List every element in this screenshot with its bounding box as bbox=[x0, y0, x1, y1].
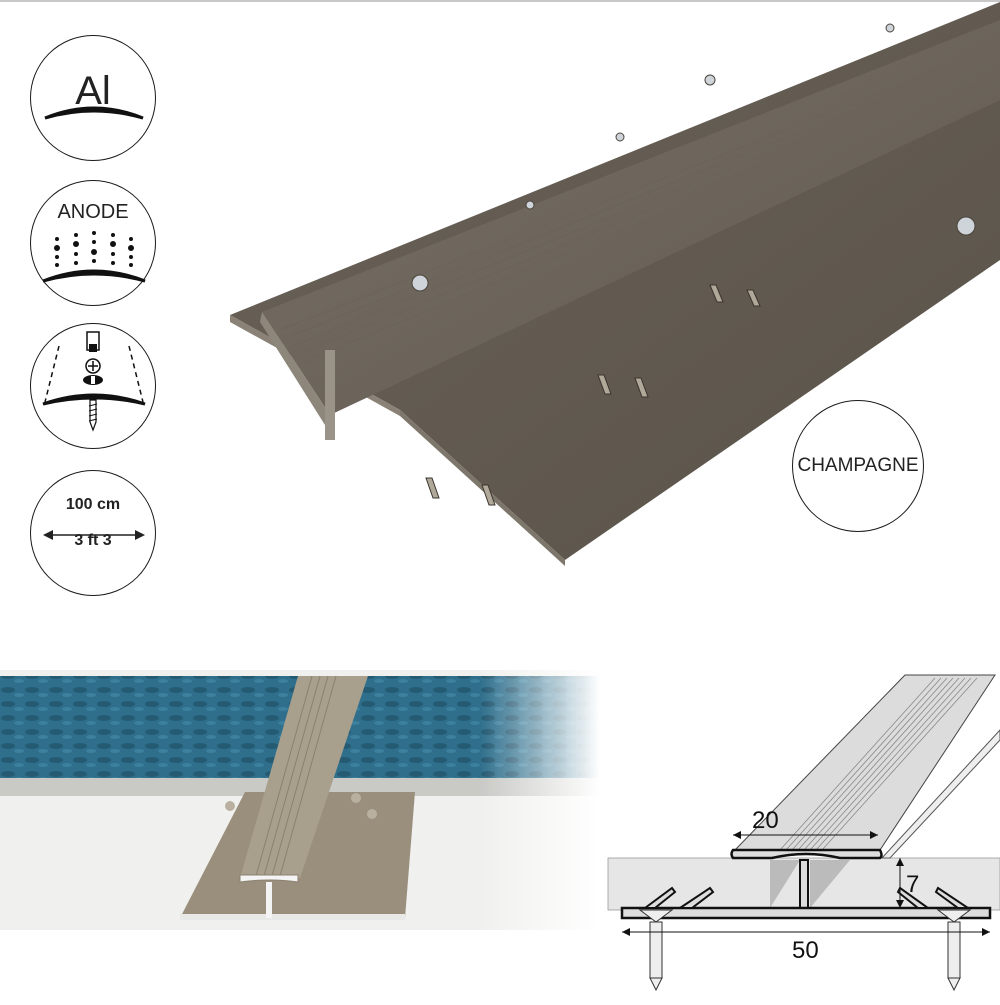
length-arrow-icon bbox=[43, 530, 145, 540]
screw-left bbox=[638, 909, 674, 992]
fixing-badge bbox=[30, 323, 156, 449]
anodized-finish-icon bbox=[42, 231, 146, 283]
material-badge: Al bbox=[30, 35, 156, 161]
color-label: CHAMPAGNE bbox=[797, 455, 919, 476]
cross-section-diagram: 20 7 50 bbox=[600, 670, 1000, 1000]
screw-right bbox=[936, 909, 972, 992]
finish-badge: ANODE bbox=[30, 180, 156, 306]
product-photo bbox=[220, 0, 1000, 600]
dim-height: 7 bbox=[906, 871, 919, 898]
length-metric: 100 cm bbox=[65, 496, 121, 513]
dim-base-width: 50 bbox=[792, 937, 819, 964]
installation-photo bbox=[0, 670, 600, 930]
length-imperial: 3 ft 3 bbox=[74, 532, 112, 549]
color-badge: CHAMPAGNE bbox=[792, 400, 924, 532]
aluminium-material-icon bbox=[44, 106, 144, 120]
length-badge: 100 cm 3 ft 3 bbox=[30, 470, 156, 596]
top-border bbox=[0, 0, 1000, 2]
material-label: Al bbox=[75, 68, 111, 113]
screw-fixing-icon bbox=[42, 331, 146, 432]
dim-top-width: 20 bbox=[752, 807, 779, 834]
finish-label: ANODE bbox=[57, 200, 129, 223]
